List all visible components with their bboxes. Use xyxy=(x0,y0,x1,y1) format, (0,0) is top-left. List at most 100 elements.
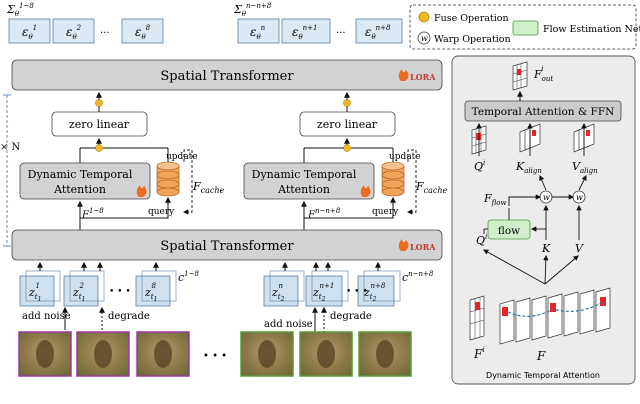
flow-net-symbol xyxy=(512,20,539,36)
legend: Fuse Operation w Warp Operation Flow Est… xyxy=(409,4,640,50)
v-align-grid xyxy=(573,123,595,153)
frames-ellipsis: • • • xyxy=(203,351,227,362)
eps-box-n1 xyxy=(281,18,331,44)
fuse-left-mid xyxy=(95,144,103,152)
f-flow-label: Fflow xyxy=(483,192,507,207)
f-volume xyxy=(499,287,611,345)
latents-left: zt11 zt12 zt18 • • • c1~8 xyxy=(19,270,199,307)
f-out-label: Fouti xyxy=(533,65,553,83)
eps-box-n xyxy=(237,18,280,44)
warp-node-k-label: w xyxy=(543,193,550,202)
latent-arrows xyxy=(37,261,381,271)
eps-box-8 xyxy=(121,18,164,44)
spatial-transformer-top-label: Spatial Transformer xyxy=(160,69,294,84)
fi-label: Fi xyxy=(473,346,485,361)
eps-box-2 xyxy=(52,18,95,44)
latent-label-8: zt18 xyxy=(144,282,157,303)
spatial-transformer-bottom: Spatial Transformer LORA xyxy=(11,229,443,261)
query-right: query xyxy=(372,207,399,217)
right-block: zero linear Dynamic Temporal Attention F… xyxy=(243,91,448,230)
dta-right-flame-icon xyxy=(360,185,371,197)
latent-label-n1: zt2n+1 xyxy=(312,282,334,303)
lora-label-top: LORA xyxy=(410,72,436,82)
update-left: update xyxy=(166,152,198,162)
eps-label-1: εθ1 xyxy=(22,24,37,41)
add-noise-right: add noise xyxy=(264,319,313,330)
f-feat-right: Fn~n+8 xyxy=(307,207,341,221)
eps-dots-right: ... xyxy=(336,25,346,36)
latent-label-n8: zt2n+8 xyxy=(363,282,386,303)
lora-flame-icon xyxy=(398,69,409,81)
add-noise-left: add noise xyxy=(22,311,71,322)
sigma-left: Σθ1~8 xyxy=(6,2,34,18)
q-label-bottom: Qi xyxy=(476,233,487,247)
v-label: V xyxy=(575,242,584,255)
spatial-transformer-top: Spatial Transformer LORA xyxy=(11,59,443,91)
lora-label-bottom: LORA xyxy=(410,242,436,252)
frames-left xyxy=(18,331,190,377)
latent-label-2: zt12 xyxy=(72,282,85,303)
dta-right-line1: Dynamic Temporal xyxy=(252,168,357,181)
dta-right-line2: Attention xyxy=(277,183,330,196)
latent-label-n: zt2n xyxy=(271,282,285,303)
f-feat-left: F1~8 xyxy=(81,207,104,221)
dta-left xyxy=(19,162,151,200)
cache-left-icon xyxy=(156,161,180,197)
fuse-right-top xyxy=(343,99,351,107)
spatial-transformer-bottom-label: Spatial Transformer xyxy=(160,239,294,254)
eps-label-2: εθ2 xyxy=(66,24,82,41)
tafn-box xyxy=(464,100,622,122)
eps-label-n: εθn xyxy=(250,24,266,41)
legend-fuse: Fuse Operation xyxy=(434,13,509,24)
flow-label: flow xyxy=(498,225,520,237)
eps-label-8: εθ8 xyxy=(135,24,151,41)
dta-panel: Fouti Temporal Attention & FFN Qi Kalign xyxy=(451,55,636,385)
eps-group-right: Σθn~n+8 εθn εθn+1 εθn+8 ... xyxy=(233,2,403,44)
legend-warp: Warp Operation xyxy=(434,34,511,45)
k-align-label: Kalign xyxy=(515,160,542,175)
degrade-right: degrade xyxy=(330,311,372,322)
repeat-bracket: × N xyxy=(0,94,21,247)
out-feature-grid xyxy=(512,61,528,91)
eps-box-1 xyxy=(8,18,51,44)
latent-ellipsis-right: • • • xyxy=(346,287,368,297)
legend-warp-symbol: w xyxy=(421,34,428,43)
k-label: K xyxy=(541,242,551,255)
lora-flame-bottom-icon xyxy=(398,239,409,251)
warp-symbol-icon xyxy=(417,31,431,45)
degrade-left: degrade xyxy=(108,311,150,322)
latent-label-1: zt11 xyxy=(28,282,41,303)
eps-label-n8: εθn+8 xyxy=(365,24,391,41)
frames-right xyxy=(240,331,412,377)
warp-node-v-label: w xyxy=(576,193,583,202)
f-cache-right: Fcache xyxy=(415,180,448,195)
eps-label-n1: εθn+1 xyxy=(292,24,318,41)
sigma-right: Σθn~n+8 xyxy=(233,2,272,18)
cache-right-icon xyxy=(381,161,405,197)
dta-left-line2: Attention xyxy=(53,183,106,196)
fuse-right-mid xyxy=(343,144,351,152)
frame-photo-1 xyxy=(18,331,72,377)
dta-panel-title: Dynamic Temporal Attention xyxy=(486,371,600,380)
cond-left: c1~8 xyxy=(178,270,199,284)
fi-grid xyxy=(469,295,485,341)
repeat-label: × N xyxy=(0,142,21,153)
cond-right: cn~n+8 xyxy=(402,270,434,284)
dta-left-line1: Dynamic Temporal xyxy=(28,168,133,181)
eps-dots-left: ... xyxy=(100,25,110,36)
noise-degrade: add noise degrade add noise degrade xyxy=(22,306,372,333)
tafn-label: Temporal Attention & FFN xyxy=(472,106,615,118)
eps-group-left: Σθ1~8 εθ1 εθ2 εθ8 ... xyxy=(6,2,164,44)
query-left: query xyxy=(148,207,175,217)
fuse-symbol-icon xyxy=(418,11,430,23)
zero-linear-left-label: zero linear xyxy=(69,118,130,131)
left-block: zero linear Dynamic Temporal Attention F… xyxy=(19,91,225,230)
eps-box-n8 xyxy=(355,18,403,44)
latents-right: zt2n zt2n+1 zt2n+8 • • • cn~n+8 xyxy=(263,270,434,307)
panel-arrows xyxy=(476,122,587,285)
q-label-top: Qi xyxy=(474,159,485,173)
latent-ellipsis-left: • • • xyxy=(109,287,131,297)
fuse-left-top xyxy=(95,99,103,107)
zero-linear-right-label: zero linear xyxy=(317,118,378,131)
